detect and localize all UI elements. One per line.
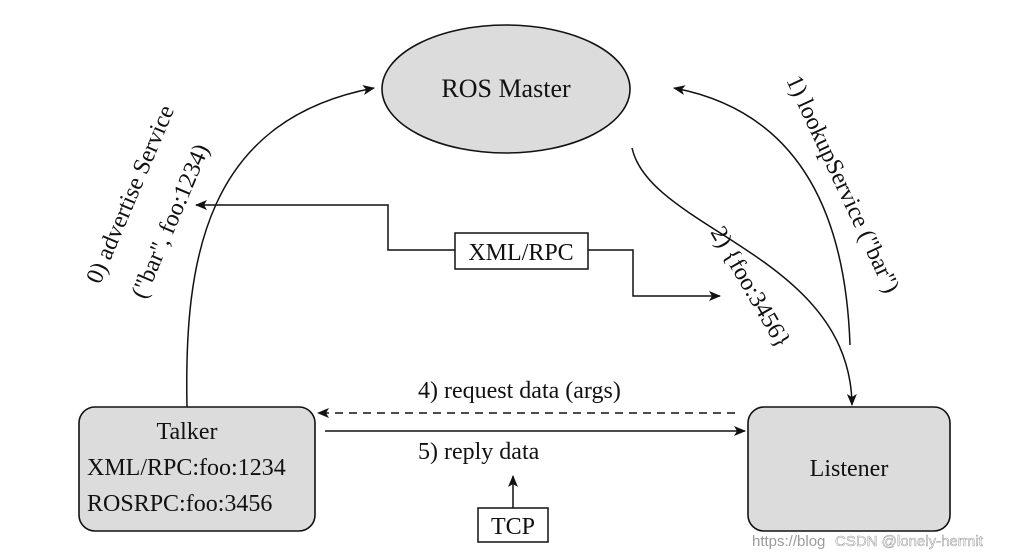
ros-master-node: ROS Master <box>381 24 631 154</box>
lookup-service-label: 1) lookupService ("bar") <box>781 72 905 298</box>
tcp-box-label: TCP <box>491 514 535 540</box>
talker-xmlrpc-address: XML/RPC:foo:1234 <box>87 455 286 481</box>
xmlrpc-box: XML/RPC <box>454 232 589 270</box>
watermark-url: https://blog <box>752 533 825 550</box>
talker-node: Talker XML/RPC:foo:1234 ROSRPC:foo:3456 <box>78 406 316 532</box>
tcp-box: TCP <box>477 507 549 543</box>
reply-data-label: 5) reply data <box>418 439 540 465</box>
watermark: https://blog CSDN @lonely-hermit <box>752 533 984 550</box>
advertise-arrow <box>186 85 375 408</box>
ros-master-label: ROS Master <box>441 74 571 103</box>
xmlrpc-box-label: XML/RPC <box>468 240 573 266</box>
watermark-author: CSDN @lonely-hermit <box>835 533 984 550</box>
master-reply-arrow <box>631 147 857 406</box>
master-reply-label: 2) {foo:3456} <box>705 222 795 353</box>
talker-rosrpc-address: ROSRPC:foo:3456 <box>87 491 272 517</box>
lookup-arrow <box>673 85 851 346</box>
listener-node: Listener <box>747 406 951 532</box>
talker-title: Talker <box>157 419 218 445</box>
xmlrpc-right-connector <box>588 249 721 301</box>
request-data-label: 4) request data (args) <box>418 378 621 404</box>
xmlrpc-left-connector <box>195 200 455 251</box>
listener-label: Listener <box>810 456 889 482</box>
